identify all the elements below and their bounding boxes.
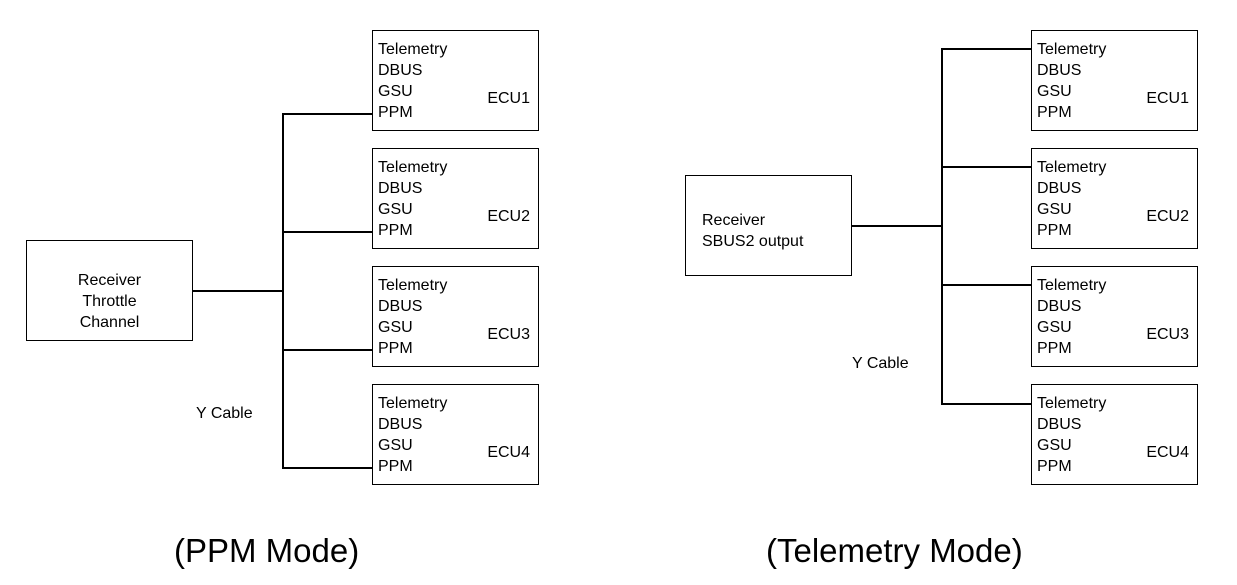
telemetry-receiver-text: Receiver SBUS2 output [702,210,803,252]
telemetry-ecu2-box: Telemetry DBUS GSU PPM ECU2 [1031,148,1198,249]
telemetry-y-cable-trunk [941,48,943,404]
ppm-ecu3-box: Telemetry DBUS GSU PPM ECU3 [372,266,539,367]
ecu-port-ppm: PPM [378,222,413,239]
ppm-branch-ecu2 [282,231,373,233]
telemetry-ecu3-box: Telemetry DBUS GSU PPM ECU3 [1031,266,1198,367]
ecu-port-dbus: DBUS [378,416,423,433]
ecu-port-telemetry: Telemetry [1037,277,1107,294]
ecu-port-dbus: DBUS [1037,298,1082,315]
ecu-port-telemetry: Telemetry [1037,41,1107,58]
ecu-port-ppm: PPM [1037,458,1072,475]
telemetry-receiver-wire [852,225,942,227]
ecu-port-dbus: DBUS [378,298,423,315]
ecu-port-gsu: GSU [378,437,413,454]
telemetry-ecu2-ports: Telemetry DBUS GSU PPM [1037,157,1106,241]
ecu-port-dbus: DBUS [1037,62,1082,79]
ecu-port-gsu: GSU [378,83,413,100]
ecu-name: ECU4 [487,444,530,461]
telemetry-ecu1-box: Telemetry DBUS GSU PPM ECU1 [1031,30,1198,131]
ecu-port-gsu: GSU [378,201,413,218]
telemetry-y-cable-label: Y Cable [852,355,909,372]
telemetry-branch-ecu2 [941,166,1032,168]
ppm-ecu4-ports: Telemetry DBUS GSU PPM [378,393,447,477]
ecu-port-gsu: GSU [1037,201,1072,218]
ecu-port-gsu: GSU [378,319,413,336]
ecu-port-telemetry: Telemetry [378,277,448,294]
ecu-port-gsu: GSU [1037,319,1072,336]
ppm-ecu1-box: Telemetry DBUS GSU PPM ECU1 [372,30,539,131]
ecu-port-telemetry: Telemetry [378,395,448,412]
ppm-receiver-line-1: Receiver [77,272,142,289]
ecu-port-ppm: PPM [1037,340,1072,357]
ppm-branch-ecu4 [282,467,373,469]
ppm-receiver-line-3: Channel [79,314,140,331]
ecu-port-gsu: GSU [1037,437,1072,454]
ppm-receiver-box: Receiver Throttle Channel [26,240,193,341]
ecu-port-dbus: DBUS [378,62,423,79]
ppm-ecu4-box: Telemetry DBUS GSU PPM ECU4 [372,384,539,485]
telemetry-ecu4-box: Telemetry DBUS GSU PPM ECU4 [1031,384,1198,485]
ecu-port-dbus: DBUS [1037,416,1082,433]
telemetry-ecu1-ports: Telemetry DBUS GSU PPM [1037,39,1106,123]
ppm-receiver-text: Receiver Throttle Channel [27,270,192,333]
ppm-y-cable-trunk [282,113,284,468]
telemetry-receiver-line-2: SBUS2 output [702,233,804,250]
ecu-port-ppm: PPM [378,458,413,475]
ppm-ecu3-ports: Telemetry DBUS GSU PPM [378,275,447,359]
telemetry-branch-ecu4 [941,403,1032,405]
ppm-branch-ecu1 [282,113,373,115]
telemetry-receiver-line-1: Receiver [702,212,766,229]
ppm-ecu2-ports: Telemetry DBUS GSU PPM [378,157,447,241]
telemetry-ecu3-ports: Telemetry DBUS GSU PPM [1037,275,1106,359]
ecu-port-ppm: PPM [1037,222,1072,239]
ecu-name: ECU1 [1146,90,1189,107]
telemetry-receiver-box: Receiver SBUS2 output [685,175,852,276]
ecu-port-dbus: DBUS [378,180,423,197]
ppm-receiver-line-2: Throttle [82,293,137,310]
ecu-port-telemetry: Telemetry [1037,395,1107,412]
ecu-name: ECU3 [487,326,530,343]
ppm-y-cable-label: Y Cable [196,405,253,422]
ecu-name: ECU2 [1146,208,1189,225]
ecu-name: ECU3 [1146,326,1189,343]
ecu-port-ppm: PPM [378,340,413,357]
ppm-ecu1-ports: Telemetry DBUS GSU PPM [378,39,447,123]
ecu-port-dbus: DBUS [1037,180,1082,197]
ecu-port-telemetry: Telemetry [1037,159,1107,176]
ecu-name: ECU4 [1146,444,1189,461]
ppm-mode-caption: (PPM Mode) [174,532,360,569]
ppm-branch-ecu3 [282,349,373,351]
telemetry-mode-caption: (Telemetry Mode) [766,532,1023,569]
ecu-port-ppm: PPM [1037,104,1072,121]
ecu-name: ECU2 [487,208,530,225]
ecu-port-telemetry: Telemetry [378,41,448,58]
telemetry-branch-ecu1 [941,48,1032,50]
ecu-name: ECU1 [487,90,530,107]
ecu-port-ppm: PPM [378,104,413,121]
ecu-port-telemetry: Telemetry [378,159,448,176]
ppm-receiver-wire [193,290,283,292]
ecu-port-gsu: GSU [1037,83,1072,100]
telemetry-branch-ecu3 [941,284,1032,286]
telemetry-ecu4-ports: Telemetry DBUS GSU PPM [1037,393,1106,477]
ppm-ecu2-box: Telemetry DBUS GSU PPM ECU2 [372,148,539,249]
